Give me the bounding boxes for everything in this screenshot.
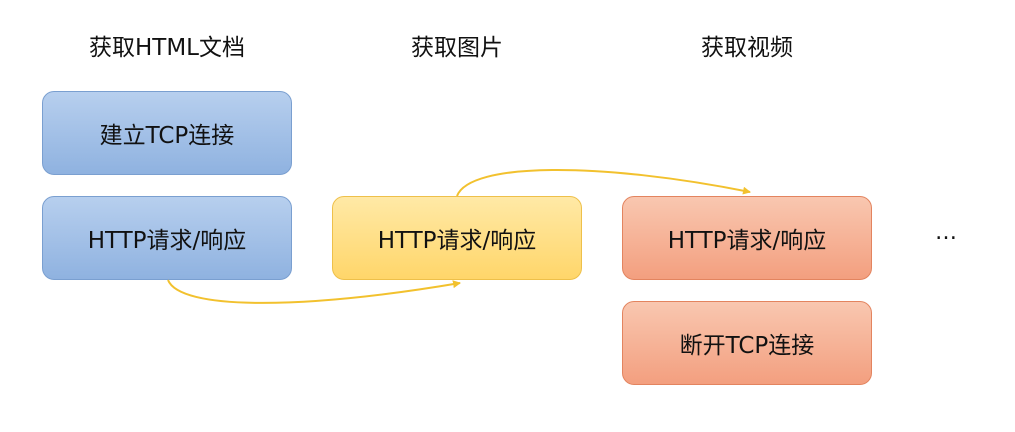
box-http-image-label: HTTP请求/响应	[377, 228, 537, 254]
arrow-image-to-video	[456, 169, 751, 197]
box-http-video: HTTP请求/响应	[622, 196, 872, 280]
box-tcp-connect: 建立TCP连接	[42, 91, 292, 175]
arrow-html-to-image	[167, 279, 461, 304]
header-get-image: 获取图片	[411, 35, 503, 61]
header-get-html: 获取HTML文档	[88, 35, 245, 61]
box-http-video-label: HTTP请求/响应	[667, 228, 827, 254]
box-tcp-connect-label: 建立TCP连接	[99, 123, 235, 149]
box-http-html: HTTP请求/响应	[42, 196, 292, 280]
box-http-image: HTTP请求/响应	[332, 196, 582, 280]
ellipsis: …	[935, 220, 957, 245]
box-tcp-close-label: 断开TCP连接	[679, 333, 815, 359]
header-get-video: 获取视频	[701, 35, 793, 61]
box-tcp-close: 断开TCP连接	[622, 301, 872, 385]
box-http-html-label: HTTP请求/响应	[87, 228, 247, 254]
